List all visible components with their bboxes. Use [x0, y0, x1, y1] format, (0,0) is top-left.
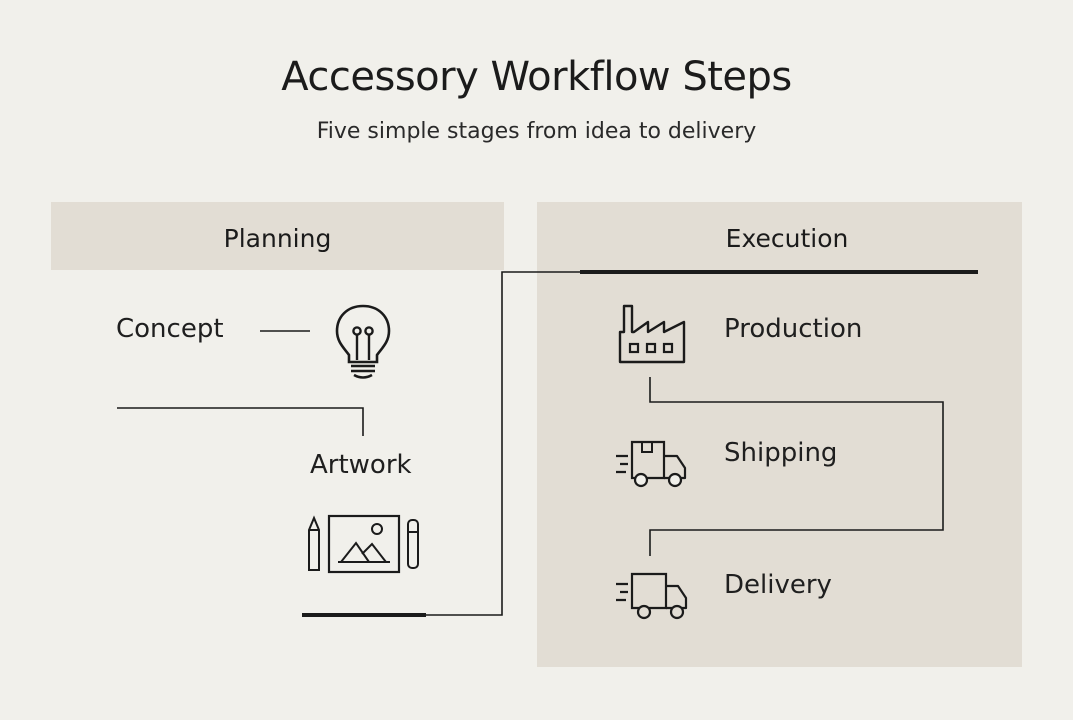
step-label-artwork: Artwork: [310, 450, 412, 480]
page-subtitle: Five simple stages from idea to delivery: [316, 119, 757, 144]
step-label-delivery: Delivery: [724, 570, 832, 600]
planning-header-band: [51, 202, 504, 270]
step-label-shipping: Shipping: [724, 438, 838, 468]
execution-panel: [537, 202, 1022, 667]
concept-to-artwork-connector: [117, 407, 364, 436]
planning-to-execution-connector: [426, 271, 580, 616]
factory-icon: [618, 304, 686, 364]
step-label-concept: Concept: [116, 314, 224, 344]
delivery-truck-icon: [616, 572, 688, 620]
production-to-shipping-connector: [649, 377, 944, 556]
truck-icon: [616, 440, 687, 488]
artwork-canvas-icon: [308, 514, 419, 574]
lightbulb-icon: [335, 304, 391, 379]
planning-group-label: Planning: [223, 224, 332, 253]
step-label-production: Production: [724, 314, 863, 344]
execution-group-label: Execution: [725, 224, 849, 253]
page-title: Accessory Workflow Steps: [281, 54, 792, 100]
